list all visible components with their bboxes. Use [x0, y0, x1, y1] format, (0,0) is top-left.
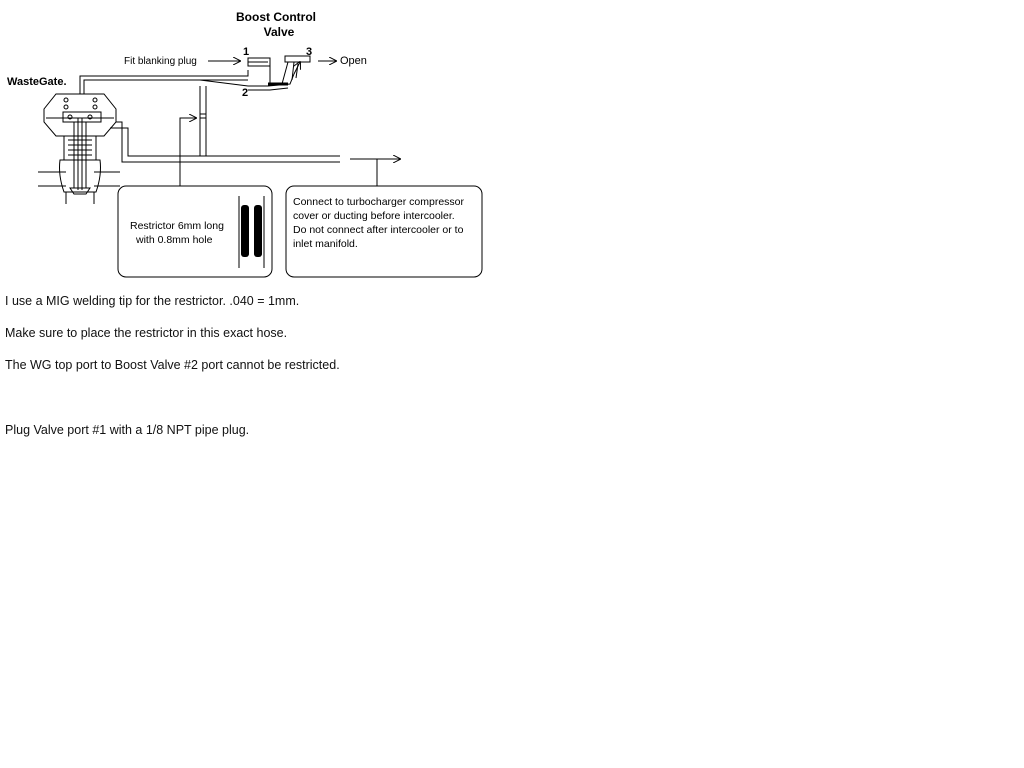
- note-plug-port1: Plug Valve port #1 with a 1/8 NPT pipe p…: [5, 423, 250, 437]
- port-3-label: 3: [306, 46, 312, 58]
- restrictor-text-line2: with 0.8mm hole: [135, 234, 213, 246]
- restrictor-pointer: [179, 118, 196, 186]
- port-2-label: 2: [242, 87, 248, 99]
- note-top-port: The WG top port to Boost Valve #2 port c…: [5, 358, 340, 372]
- valve-title-line1: Boost Control: [236, 10, 316, 24]
- boost-source-hose: [110, 86, 400, 162]
- open-label: Open: [340, 55, 367, 67]
- restrictor-sketch: [238, 196, 265, 268]
- note-restrictor-placement: Make sure to place the restrictor in thi…: [5, 326, 288, 340]
- connect-callout-box: [285, 185, 483, 278]
- port-1-label: 1: [243, 46, 249, 58]
- connect-text-line4: inlet manifold.: [293, 238, 358, 250]
- blanking-plug-label: Fit blanking plug: [124, 56, 197, 67]
- wastegate-actuator: [38, 93, 120, 204]
- wg-top-to-port2-hose: [79, 70, 249, 94]
- connect-text-line3: Do not connect after intercooler or to: [293, 224, 464, 236]
- wastegate-label: WasteGate.: [7, 76, 67, 88]
- restrictor-text-line1: Restrictor 6mm long: [130, 220, 224, 232]
- note-restrictor-tip: I use a MIG welding tip for the restrict…: [5, 294, 300, 308]
- valve-title-line2: Valve: [264, 25, 295, 39]
- connect-text-line1: Connect to turbocharger compressor: [293, 196, 465, 208]
- restrictor-callout-box: [117, 185, 273, 278]
- boost-control-valve: [247, 55, 311, 91]
- connect-text-line2: cover or ducting before intercooler.: [293, 210, 455, 222]
